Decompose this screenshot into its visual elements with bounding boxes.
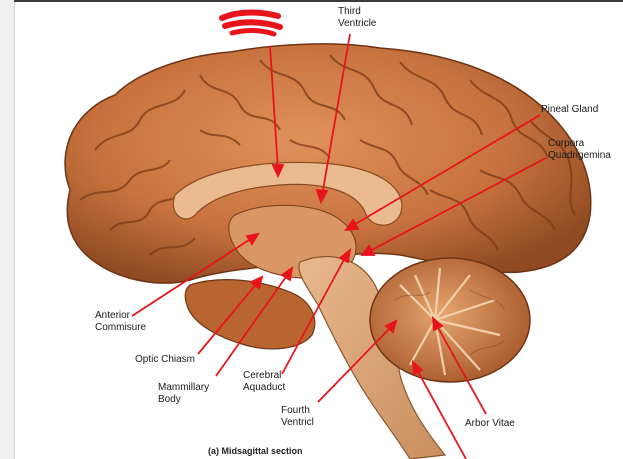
label-third-ventricle: Third Ventricle — [338, 6, 377, 29]
label-fourth-ventricl: Fourth Ventricl — [281, 405, 314, 428]
arrow-arbor-vitae — [431, 315, 487, 415]
label-arbor-vitae: Arbor Vitae — [465, 418, 515, 429]
label-anterior-commisure: Anterior Commisure — [95, 310, 147, 333]
arrow-optic-chiasm — [197, 275, 264, 355]
redaction-mark — [219, 9, 283, 37]
page-margin-strip — [0, 0, 15, 459]
label-corpora-quadrigemina: Corpora Quadrigemina — [548, 138, 611, 161]
arrow-pineal-gland — [344, 114, 541, 232]
pointer-arrows — [131, 33, 547, 459]
brainstem — [298, 255, 447, 459]
temporal-lobe — [184, 279, 316, 350]
figure-caption: (a) Midsagittal section — [208, 446, 303, 456]
label-pineal-gland: Pineal Gland — [541, 104, 599, 115]
arrow-fourth-ventricl — [317, 319, 398, 403]
arrow-mammillary-body — [215, 266, 294, 377]
gyri-folds — [79, 54, 576, 256]
top-border — [14, 0, 623, 2]
arrow-anterior-commisure — [131, 232, 260, 317]
arrow-cerebral-aquaduct — [281, 247, 352, 375]
arrow-bottom-offpage — [411, 359, 467, 459]
arrow-corpora-quadrigemina — [360, 157, 547, 256]
label-optic-chiasm: Optic Chiasm — [135, 354, 196, 365]
cerebellum — [369, 257, 531, 383]
arrow-third-ventricle — [315, 33, 351, 205]
label-mammillary-body: Mammillary Body — [158, 382, 210, 405]
label-cerebral-aquaduct: Cerebral Aquaduct — [243, 370, 286, 393]
arrow-redacted-label — [269, 45, 285, 179]
